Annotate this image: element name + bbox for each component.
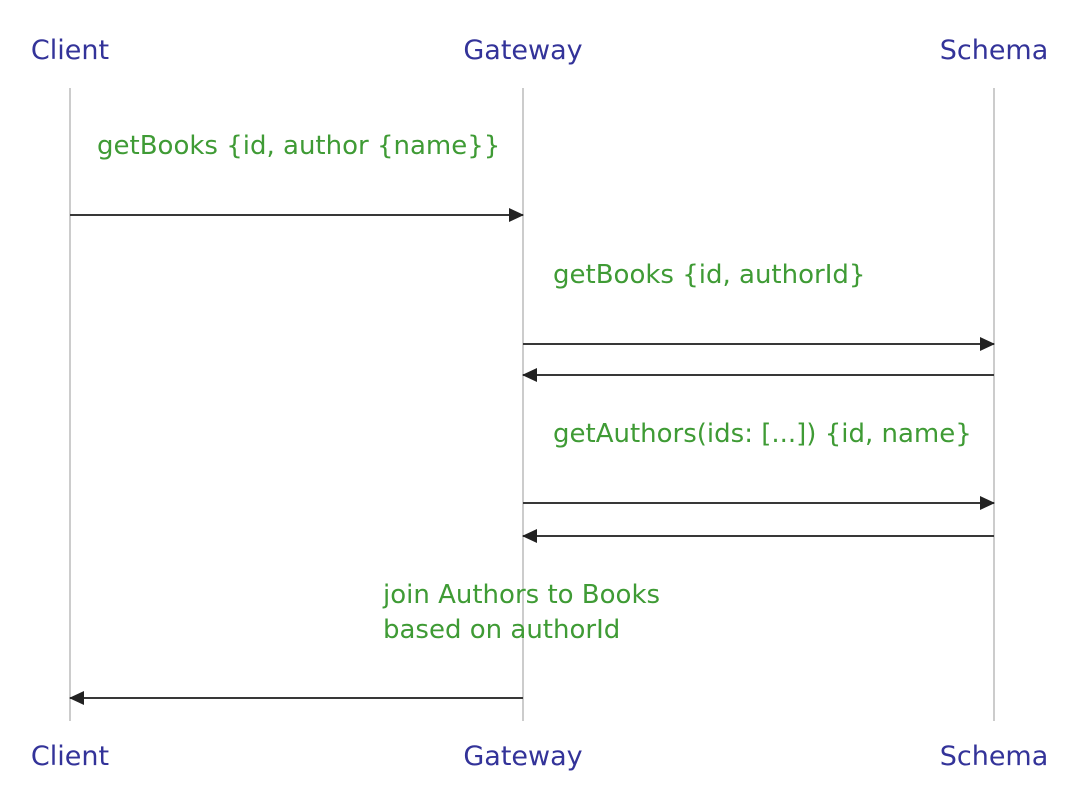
- arrowhead-right-icon: [980, 496, 995, 510]
- message-label-getauthors: getAuthors(ids: [...]) {id, name}: [553, 419, 972, 449]
- arrow-client-to-gateway: [70, 208, 524, 222]
- lifeline-gateway: [522, 88, 524, 721]
- lifeline-schema: [993, 88, 995, 721]
- arrow-schema-to-gateway-2: [522, 529, 994, 543]
- arrowhead-left-icon: [522, 368, 537, 382]
- arrowhead-left-icon: [522, 529, 537, 543]
- message-label-getbooks-author: getBooks {id, author {name}}: [97, 131, 501, 161]
- message-label-getbooks-authorid: getBooks {id, authorId}: [553, 260, 866, 290]
- note-join-authors: join Authors to Books based on authorId: [383, 580, 661, 645]
- actor-label-gateway-bottom: Gateway: [463, 741, 583, 772]
- actor-label-schema-top: Schema: [939, 35, 1049, 66]
- lifeline-client: [69, 88, 71, 721]
- actor-label-gateway-top: Gateway: [463, 35, 583, 66]
- arrow-gateway-to-client: [69, 691, 523, 705]
- actor-label-client-bottom: Client: [30, 741, 110, 772]
- arrowhead-right-icon: [509, 208, 524, 222]
- arrow-schema-to-gateway-1: [522, 368, 994, 382]
- arrowhead-left-icon: [69, 691, 84, 705]
- arrowhead-right-icon: [980, 337, 995, 351]
- actor-label-client-top: Client: [30, 35, 110, 66]
- actor-label-schema-bottom: Schema: [939, 741, 1049, 772]
- arrow-gateway-to-schema-1: [523, 337, 995, 351]
- arrow-gateway-to-schema-2: [523, 496, 995, 510]
